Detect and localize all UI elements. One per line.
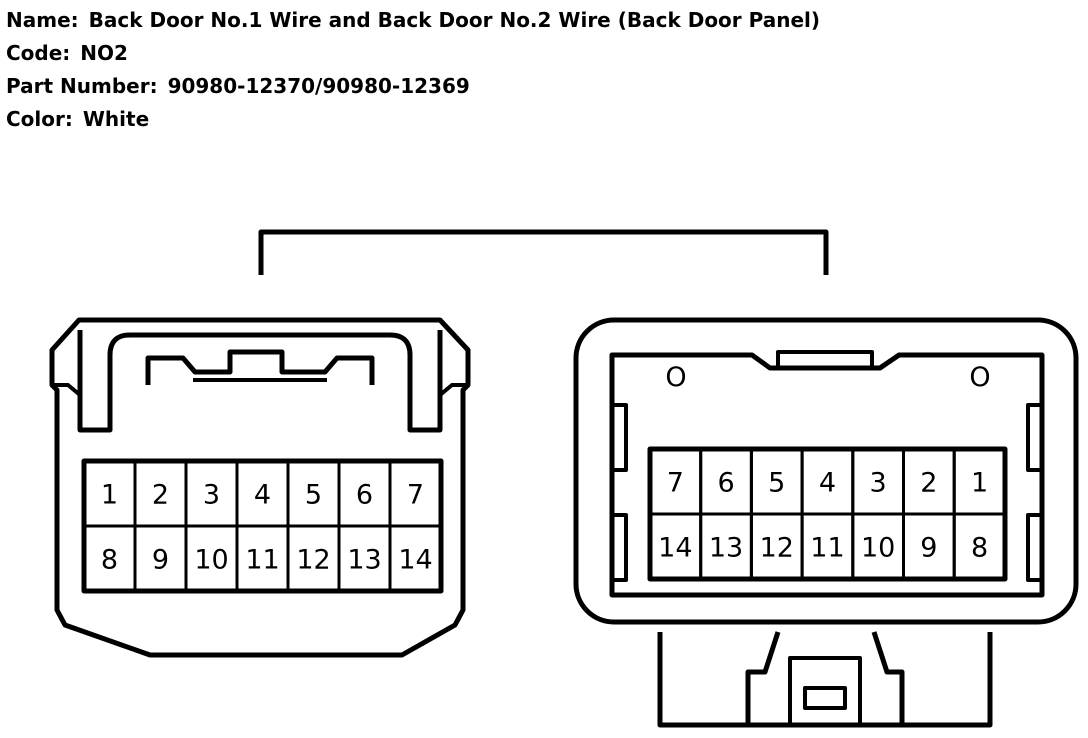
left-connector-pin-label: 5 — [305, 480, 322, 511]
left-connector-pin-label: 14 — [398, 545, 432, 576]
right-connector-guide-mark: O — [969, 362, 990, 393]
color-label: Color: — [6, 107, 73, 131]
right-connector-lock-body — [657, 632, 993, 728]
right-connector-inner-wall — [609, 352, 1045, 598]
connector-pair-bracket — [258, 229, 829, 275]
left-connector-pin-label: 1 — [101, 480, 118, 511]
color-value: White — [82, 107, 150, 131]
name-line: Name: Back Door No.1 Wire and Back Door N… — [6, 4, 820, 37]
right-connector-right-slot-lower — [1026, 513, 1044, 582]
code-label: Code: — [6, 41, 71, 65]
right-connector-right-slot-upper — [1026, 403, 1044, 472]
right-connector-key — [776, 350, 874, 368]
left-connector-latch — [77, 330, 443, 433]
left-connector-pin-label: 8 — [101, 545, 118, 576]
right-connector-pin-label: 9 — [920, 533, 937, 564]
right-connector-pin-label: 1 — [971, 468, 988, 499]
left-connector-pin-label: 13 — [347, 545, 381, 576]
code-line: Code: NO2 — [6, 37, 820, 70]
right-connector-pin-label: 2 — [920, 468, 937, 499]
part-number-value: 90980-12370/90980-12369 — [167, 74, 470, 98]
part-number-label: Part Number: — [6, 74, 158, 98]
right-connector-pin-label: 5 — [768, 468, 785, 499]
right-connector-pin-label: 3 — [870, 468, 887, 499]
left-connector-pin-label: 6 — [356, 480, 373, 511]
left-connector-pin-label: 11 — [245, 545, 279, 576]
left-connector-pin-label: 4 — [254, 480, 271, 511]
name-label: Name: — [6, 8, 79, 32]
code-value: NO2 — [80, 41, 128, 65]
right-connector-lock-button — [788, 656, 862, 725]
left-connector-pin-label: 9 — [152, 545, 169, 576]
right-connector-pin-label: 7 — [667, 468, 684, 499]
right-connector-pin-label: 8 — [971, 533, 988, 564]
right-connector-pin-label: 6 — [717, 468, 734, 499]
right-connector-pin-label: 12 — [760, 533, 794, 564]
right-connector-guide-mark: O — [665, 362, 686, 393]
connector-info: Name: Back Door No.1 Wire and Back Door N… — [6, 4, 820, 136]
left-connector-right-rib — [438, 383, 468, 397]
right-connector-pin-label: 13 — [709, 533, 743, 564]
right-connector-pin-label: 10 — [861, 533, 895, 564]
left-connector-pin-label: 3 — [203, 480, 220, 511]
left-connector-lock-tab — [145, 349, 375, 385]
name-value: Back Door No.1 Wire and Back Door No.2 W… — [88, 8, 821, 32]
right-connector-housing — [573, 317, 1079, 625]
left-connector-pin-label: 10 — [194, 545, 228, 576]
left-connector-pin-label: 2 — [152, 480, 169, 511]
right-connector-pin-cell — [952, 512, 1007, 581]
right-connector-pin-label: 11 — [810, 533, 844, 564]
right-connector-lock-nub — [803, 686, 847, 710]
color-line: Color: White — [6, 103, 820, 136]
left-connector-pin-label: 12 — [296, 545, 330, 576]
right-connector-pin-label: 4 — [819, 468, 836, 499]
right-connector-pin-label: 14 — [658, 533, 692, 564]
right-connector-lock-arm — [745, 631, 905, 725]
right-connector-left-slot-lower — [610, 513, 628, 582]
left-connector-pin-label: 7 — [407, 480, 424, 511]
right-connector-left-slot-upper — [610, 403, 628, 472]
part-number-line: Part Number: 90980-12370/90980-12369 — [6, 70, 820, 103]
left-connector-pin-cell — [388, 524, 443, 593]
left-connector-left-rib — [52, 383, 82, 397]
